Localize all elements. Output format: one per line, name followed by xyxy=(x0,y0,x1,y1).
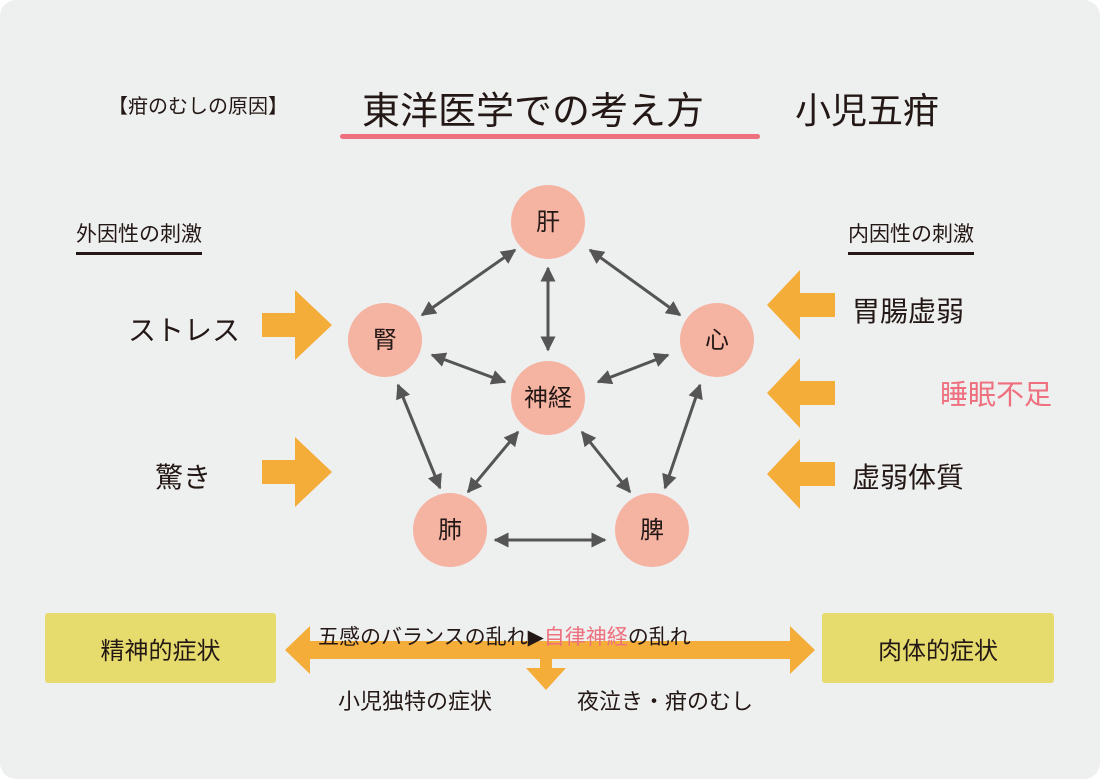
arrow-right-surprise-icon xyxy=(262,437,332,507)
internal-item-weak: 虚弱体質 xyxy=(852,461,965,494)
arrow-right-stress-icon xyxy=(262,290,332,360)
arrow-nerve-spleen xyxy=(580,430,632,494)
title-prefix: 【疳のむしの原因】 xyxy=(108,94,288,118)
arrow-nerve-lung xyxy=(466,430,520,494)
node-spleen xyxy=(615,493,689,567)
arrow-left-sleep-icon xyxy=(767,358,835,428)
arrow-kidney-lung xyxy=(396,383,442,490)
node-spleen-label: 脾 xyxy=(640,516,664,544)
external-heading: 外因性の刺激 xyxy=(76,218,202,255)
flow-text-highlight: 自律神経 xyxy=(543,625,628,649)
arrow-left-weak-icon xyxy=(767,439,835,509)
page-title: 東洋医学での考え方 xyxy=(362,89,705,133)
arrow-heart-nerve xyxy=(596,352,670,385)
arrow-kidney-nerve xyxy=(430,352,507,385)
title-underline xyxy=(340,134,760,139)
node-heart-label: 心 xyxy=(705,326,729,354)
internal-item-sleep: 睡眠不足 xyxy=(940,378,1053,411)
result-right: 夜泣き・疳のむし xyxy=(577,690,754,715)
node-nerve xyxy=(511,361,585,435)
result-left: 小児独特の症状 xyxy=(338,690,493,715)
internal-item-gastro: 胃腸虚弱 xyxy=(852,295,965,328)
node-nerve-label: 神経 xyxy=(524,384,572,412)
subtitle: 小児五疳 xyxy=(795,91,940,132)
node-kidney xyxy=(348,303,422,377)
node-lung xyxy=(413,493,487,567)
node-kidney-label: 腎 xyxy=(373,326,397,354)
flow-text: 五感のバランスの乱れ▶自律神経の乱れ xyxy=(318,621,691,651)
flow-text-part2: の乱れ xyxy=(627,625,691,649)
arrow-heart-spleen xyxy=(662,383,703,490)
physical-symptoms-box: 肉体的症状 xyxy=(822,613,1054,683)
external-item-stress: ストレス xyxy=(128,314,241,347)
arrow-liver-heart xyxy=(588,248,682,317)
arrow-liver-kidney xyxy=(420,248,517,317)
mental-symptoms-box: 精神的症状 xyxy=(45,613,276,683)
internal-heading: 内因性の刺激 xyxy=(848,218,974,255)
double-arrow-bottom-icon xyxy=(285,626,815,674)
flow-text-part1: 五感のバランスの乱れ▶ xyxy=(318,625,544,649)
arrow-left-gastro-icon xyxy=(767,270,835,340)
node-heart xyxy=(680,303,754,377)
arrow-down-icon xyxy=(526,659,566,690)
node-liver-label: 肝 xyxy=(536,208,560,236)
node-lung-label: 肺 xyxy=(438,516,462,544)
external-item-surprise: 驚き xyxy=(155,461,212,494)
node-liver xyxy=(511,185,585,259)
